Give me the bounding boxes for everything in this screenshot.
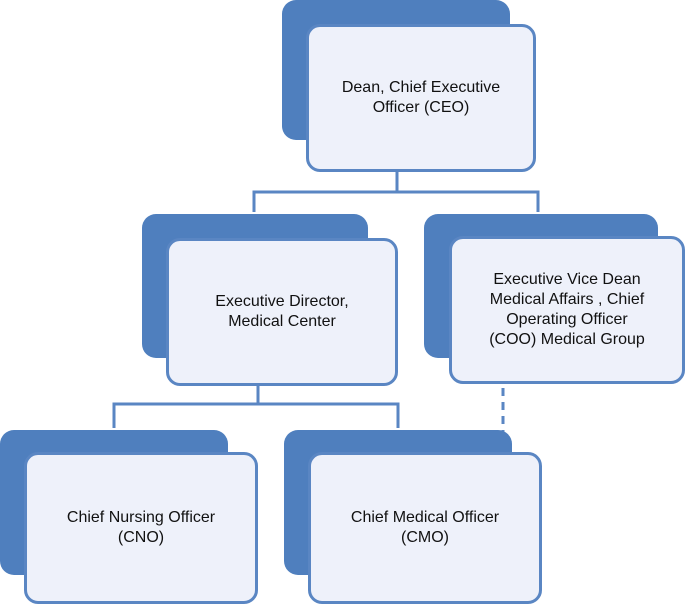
connector-ceo-to-executive-director bbox=[252, 172, 399, 212]
connector-executive-director-to-cmo bbox=[258, 402, 400, 428]
node-label-cno: Chief Nursing Officer (CNO) bbox=[66, 509, 216, 546]
node-label-executive-director: Executive Director, Medical Center bbox=[215, 293, 349, 330]
node-label-coo: Executive Vice Dean Medical Affairs , Ch… bbox=[489, 271, 645, 348]
node-card: Chief Nursing Officer (CNO) bbox=[24, 452, 258, 604]
connector-ceo-to-coo bbox=[397, 190, 540, 212]
node-label-cmo: Chief Medical Officer (CMO) bbox=[350, 509, 500, 546]
node-card: Executive Vice Dean Medical Affairs , Ch… bbox=[449, 236, 685, 384]
node-label-ceo: Dean, Chief Executive Officer (CEO) bbox=[341, 79, 501, 116]
connector-executive-director-to-cno bbox=[112, 386, 260, 428]
node-card: Dean, Chief Executive Officer (CEO) bbox=[306, 24, 536, 172]
node-card: Executive Director, Medical Center bbox=[166, 238, 398, 386]
node-card: Chief Medical Officer (CMO) bbox=[308, 452, 542, 604]
